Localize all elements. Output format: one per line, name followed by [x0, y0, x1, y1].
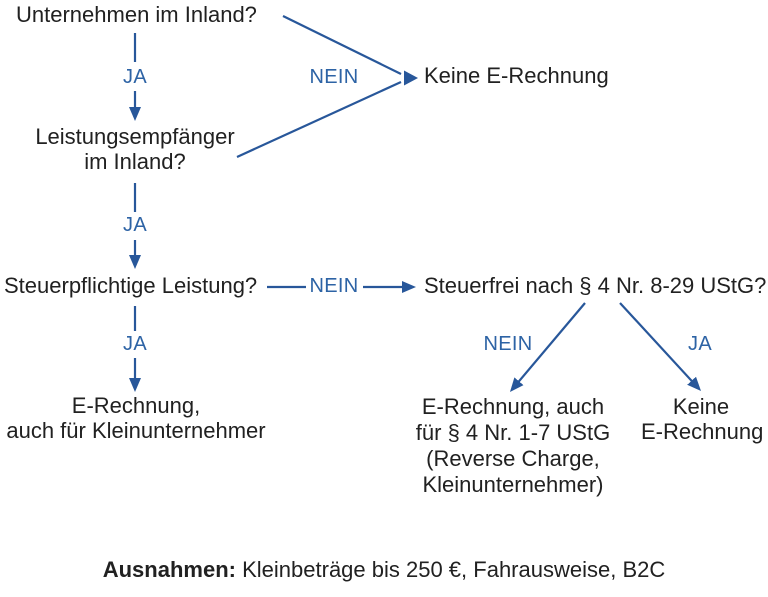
edge-label-ja-2: JA: [123, 214, 147, 236]
node-leistungsempfaenger-line2: im Inland?: [84, 149, 186, 174]
node-erechnung-kleinunternehmer: E-Rechnung, auch für Kleinunternehmer: [0, 393, 272, 443]
edge-label-nein-2: NEIN: [309, 275, 359, 297]
node-keine-erechnung-bottom: Keine E-Rechnung: [641, 394, 764, 444]
node-erechnung-kleinunternehmer-line2: auch für Kleinunternehmer: [6, 418, 266, 443]
node-erechnung-reverse-charge-line4: Kleinunternehmer): [422, 472, 604, 497]
node-erechnung-reverse-charge: E-Rechnung, auch für § 4 Nr. 1-7 UStG (R…: [393, 394, 633, 498]
node-keine-erechnung-bottom-line2: E-Rechnung: [641, 419, 764, 444]
edge-label-ja-3: JA: [123, 333, 147, 355]
node-keine-erechnung-top: Keine E-Rechnung: [424, 63, 609, 88]
node-keine-erechnung-bottom-line1: Keine: [672, 394, 730, 419]
arrow-steuerfrei-nein: [509, 302, 586, 392]
node-unternehmen-im-inland: Unternehmen im Inland?: [16, 2, 257, 27]
node-erechnung-kleinunternehmer-line1: E-Rechnung,: [71, 393, 201, 418]
footer-exceptions-label: Ausnahmen:: [102, 557, 236, 582]
edge-label-nein-3: NEIN: [483, 333, 533, 355]
node-leistungsempfaenger: Leistungsempfänger im Inland?: [5, 124, 265, 174]
node-erechnung-reverse-charge-line1: E-Rechnung, auch: [421, 394, 605, 419]
arrowhead-keine-erechnung-top: [404, 70, 418, 86]
node-steuerpflichtige-leistung: Steuerpflichtige Leistung?: [4, 273, 258, 298]
node-steuerfrei-ustg: Steuerfrei nach § 4 Nr. 8-29 UStG?: [424, 273, 767, 298]
line-unternehmen-nein: [282, 15, 402, 75]
node-leistungsempfaenger-line1: Leistungsempfänger: [35, 124, 235, 149]
node-erechnung-reverse-charge-line3: (Reverse Charge,: [426, 446, 600, 471]
edge-label-nein-1: NEIN: [309, 66, 359, 88]
edge-label-ja-1: JA: [123, 66, 147, 88]
footer-exceptions-text: Kleinbeträge bis 250 €, Fahrausweise, B2…: [242, 557, 666, 582]
node-erechnung-reverse-charge-line2: für § 4 Nr. 1-7 UStG: [415, 420, 611, 445]
footer-exceptions: Ausnahmen: Kleinbeträge bis 250 €, Fahra…: [0, 557, 768, 583]
arrow-steuerfrei-ja: [619, 302, 702, 392]
edge-label-ja-4: JA: [688, 333, 712, 355]
line-leistungsempfaenger-nein: [236, 80, 402, 159]
